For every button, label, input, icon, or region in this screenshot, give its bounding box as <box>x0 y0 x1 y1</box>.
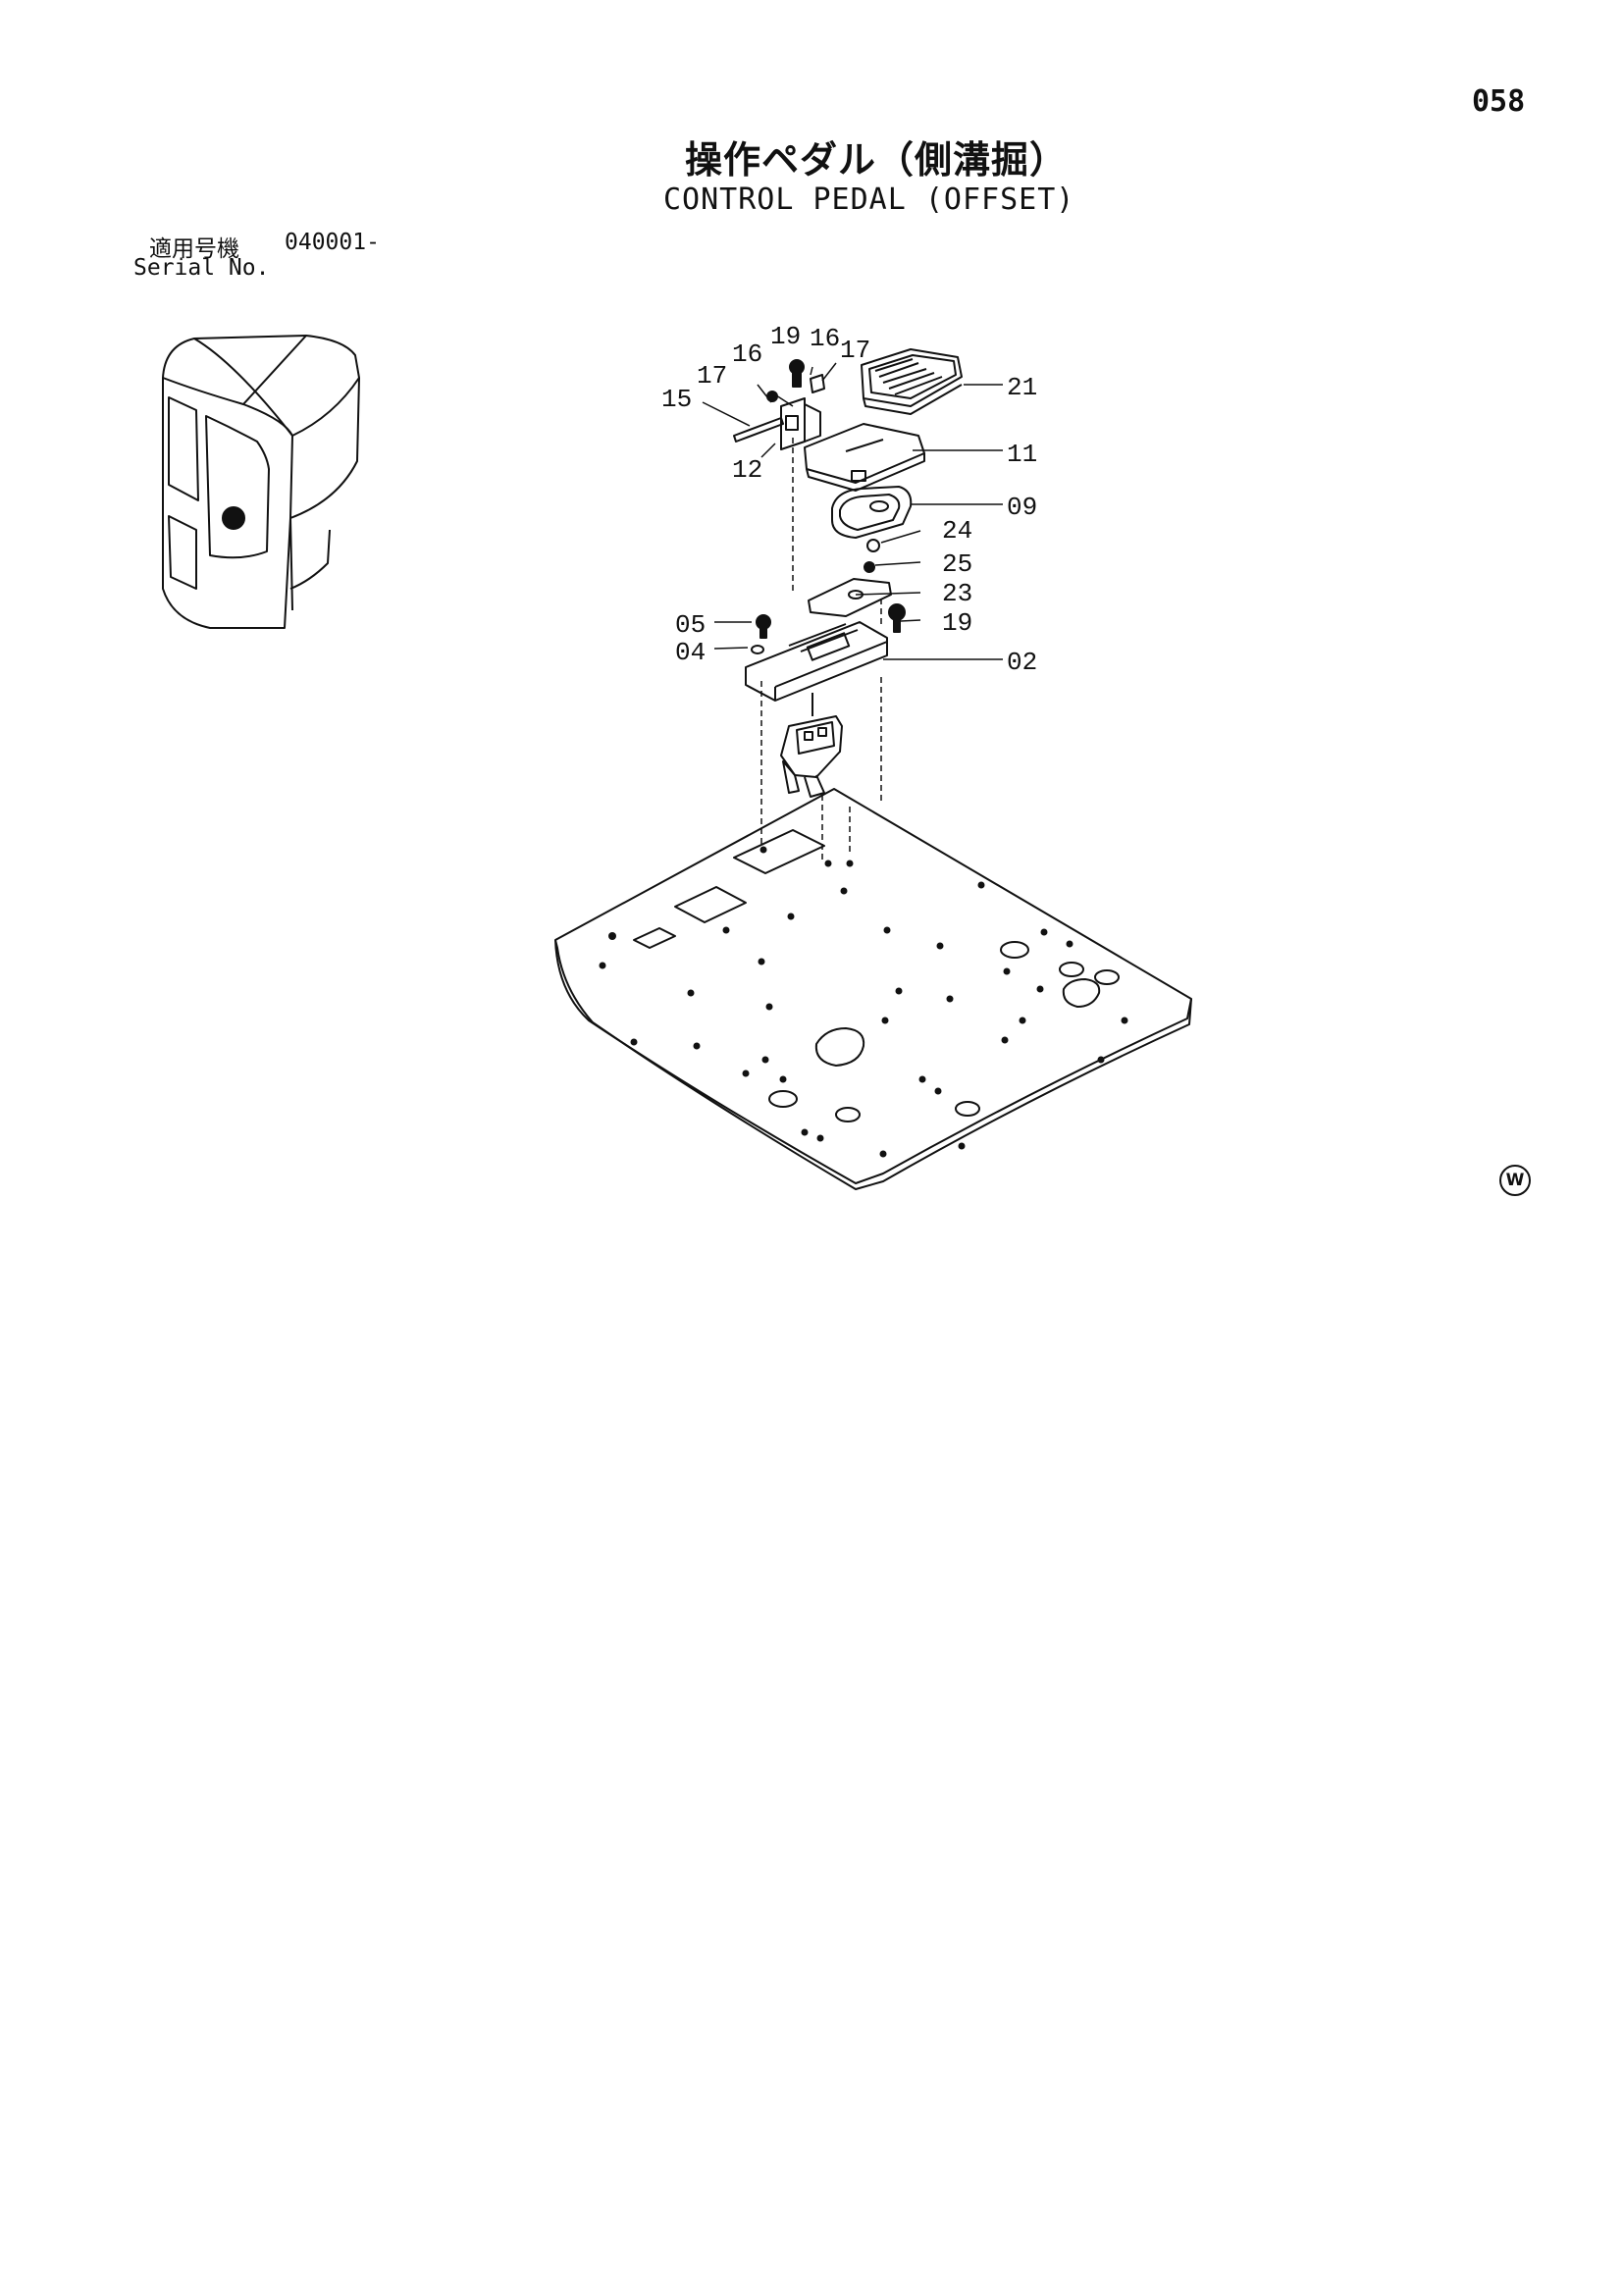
callout-19-top: 19 <box>770 322 801 351</box>
page-number: 058 <box>1472 84 1526 119</box>
callout-15: 15 <box>661 385 692 414</box>
callout-24: 24 <box>942 516 972 546</box>
callout-11: 11 <box>1007 440 1037 469</box>
page-title-english: CONTROL PEDAL (OFFSET) <box>663 183 1075 217</box>
callout-17-left: 17 <box>697 361 727 391</box>
serial-label-japanese: 適用号機 <box>149 236 239 262</box>
upper-fittings <box>733 359 825 450</box>
callout-16-right: 16 <box>810 324 840 353</box>
callout-25: 25 <box>942 549 972 579</box>
callout-04: 04 <box>675 638 706 667</box>
callout-05: 05 <box>675 610 706 640</box>
callout-21: 21 <box>1007 373 1037 402</box>
pedal-assembly <box>745 348 963 798</box>
serial-number: 040001- <box>285 230 380 255</box>
cab-thumbnail <box>162 335 360 629</box>
callout-09: 09 <box>1007 493 1037 522</box>
callout-labels: 19 16 17 16 17 15 12 21 11 09 24 25 23 1… <box>661 322 1037 677</box>
floor-plate-holes <box>599 846 1128 1158</box>
callout-17-right: 17 <box>840 336 870 365</box>
floor-plate <box>554 788 1192 1190</box>
callout-23: 23 <box>942 579 972 608</box>
callout-02: 02 <box>1007 648 1037 677</box>
w-mark-icon: W <box>1499 1165 1531 1196</box>
callout-12: 12 <box>732 455 762 485</box>
callout-16-left: 16 <box>732 339 762 369</box>
callout-19-mid: 19 <box>942 608 972 638</box>
page-title-japanese: 操作ペダル（側溝掘） <box>685 138 1069 182</box>
serial-label-english: Serial No. <box>133 255 270 281</box>
